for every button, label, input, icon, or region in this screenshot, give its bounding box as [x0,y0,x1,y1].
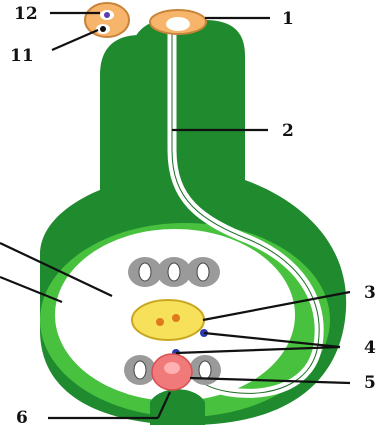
antipodal-cells [128,257,220,287]
label-5: 5 [364,373,376,393]
label-11: 11 [10,46,34,66]
label-2: 2 [282,121,294,141]
egg-apparatus [124,354,221,390]
label-12: 12 [14,4,38,24]
central-cell [132,300,204,340]
label-6: 6 [16,408,28,428]
label-1: 1 [282,9,294,29]
label-4: 4 [364,338,376,358]
leader-11 [52,30,98,50]
pollen-grain-on-stigma [150,10,206,34]
micropyle-region [150,389,205,425]
label-3: 3 [364,283,376,303]
style [100,35,150,215]
